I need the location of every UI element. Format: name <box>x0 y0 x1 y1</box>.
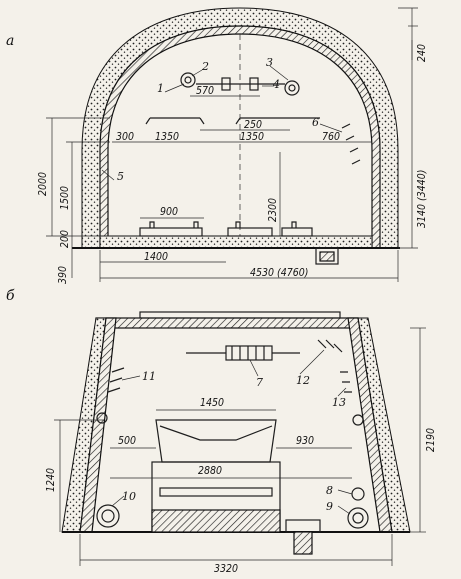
leader-7 <box>249 359 259 377</box>
conveyor-trough <box>155 419 277 463</box>
dim-900: 900 <box>160 206 178 218</box>
callout-9: 9 <box>326 500 333 513</box>
dim-500: 500 <box>118 435 136 447</box>
dim-930: 930 <box>296 435 314 447</box>
cable-hooks <box>341 123 361 165</box>
dim-3140: 3140 (3440) <box>416 170 428 228</box>
pipe-10 <box>96 504 120 528</box>
leader-2 <box>191 69 203 77</box>
dimensions-a <box>46 7 418 282</box>
leader-9 <box>337 505 351 515</box>
leader-1 <box>164 83 185 93</box>
dim-240: 240 <box>416 44 428 62</box>
rail-heads <box>149 221 297 228</box>
callout-10: 10 <box>122 490 136 503</box>
part-a-label: а <box>6 33 14 49</box>
drain-fill <box>319 251 335 262</box>
dim-1350-right: 1350 <box>240 131 264 143</box>
leader-5 <box>101 169 115 181</box>
cable-hooks-12 <box>317 339 343 353</box>
leader-12 <box>299 349 325 375</box>
pipe-9 <box>347 507 369 529</box>
pipe-flange-left <box>221 77 231 91</box>
roof-beam <box>95 317 359 329</box>
dim-2880: 2880 <box>198 465 222 477</box>
tunnel-floor <box>99 235 373 249</box>
dim-1500: 1500 <box>59 186 71 210</box>
leader-13 <box>337 387 347 397</box>
rail-track <box>139 221 313 237</box>
bracket-right <box>235 117 320 125</box>
bracket-left <box>145 117 205 125</box>
pipe-9-core <box>352 512 364 524</box>
arched-tunnel <box>72 7 400 265</box>
pipe-right-core <box>288 84 296 92</box>
dim-1450: 1450 <box>200 397 224 409</box>
dim-2000: 2000 <box>37 172 49 196</box>
callout-3: 3 <box>266 56 273 69</box>
dim-1400: 1400 <box>144 251 168 263</box>
cable-hooks-13 <box>340 371 352 393</box>
sleeper-left <box>139 227 203 237</box>
callout-4: 4 <box>272 78 280 91</box>
cable-box-7 <box>225 345 273 361</box>
conveyor-base <box>151 509 281 533</box>
dim-300: 300 <box>116 131 134 143</box>
drain-channel <box>315 247 339 265</box>
leader-8 <box>337 489 353 495</box>
roof-lagging <box>139 311 341 319</box>
cable-hooks-11 <box>107 367 125 393</box>
pipe-right <box>284 80 300 96</box>
drain-b <box>285 519 321 533</box>
callouts-b <box>111 349 353 515</box>
cable-box-ribs <box>231 346 265 360</box>
sleeper-right <box>281 227 313 237</box>
dim-2300: 2300 <box>267 198 279 222</box>
sleeper-mid <box>227 227 273 237</box>
conveyor <box>151 419 281 533</box>
callout-1: 1 <box>157 82 164 95</box>
leader-3 <box>269 65 289 81</box>
part-b-label: б <box>6 288 15 304</box>
callout-7: 7 <box>256 376 263 389</box>
dim-250: 250 <box>244 119 262 131</box>
dim-1240: 1240 <box>45 468 57 492</box>
dim-570: 570 <box>196 85 214 97</box>
callout-8: 8 <box>326 484 333 497</box>
pipe-left <box>180 72 196 88</box>
callout-11: 11 <box>142 370 156 383</box>
trapezoid-tunnel <box>61 311 411 555</box>
callout-6: 6 <box>312 116 319 129</box>
callouts-a <box>101 65 343 181</box>
pipe-10-core <box>101 509 115 523</box>
leader-6 <box>319 123 343 133</box>
dimensions-b <box>54 327 426 566</box>
drain-b-fill <box>293 531 313 555</box>
pipe-flange-right <box>249 77 259 91</box>
dim-2190: 2190 <box>425 428 437 452</box>
callout-13: 13 <box>332 396 346 409</box>
conveyor-belt <box>159 425 273 441</box>
leader-11 <box>121 375 141 381</box>
pipe-8 <box>351 487 365 501</box>
conveyor-return <box>159 487 273 497</box>
dim-390: 390 <box>57 266 69 284</box>
callout-12: 12 <box>296 374 310 387</box>
dim-760: 760 <box>322 131 340 143</box>
dim-3320: 3320 <box>214 563 238 575</box>
leg-bolt-left <box>96 412 108 424</box>
dim-1350-left: 1350 <box>155 131 179 143</box>
leg-bolt-right <box>352 414 364 426</box>
callout-2: 2 <box>201 60 209 73</box>
dim-200: 200 <box>59 230 71 248</box>
pipe-left-core <box>184 76 192 84</box>
leader-10 <box>111 495 125 507</box>
dim-4530: 4530 (4760) <box>250 267 308 279</box>
callout-5: 5 <box>117 170 124 183</box>
